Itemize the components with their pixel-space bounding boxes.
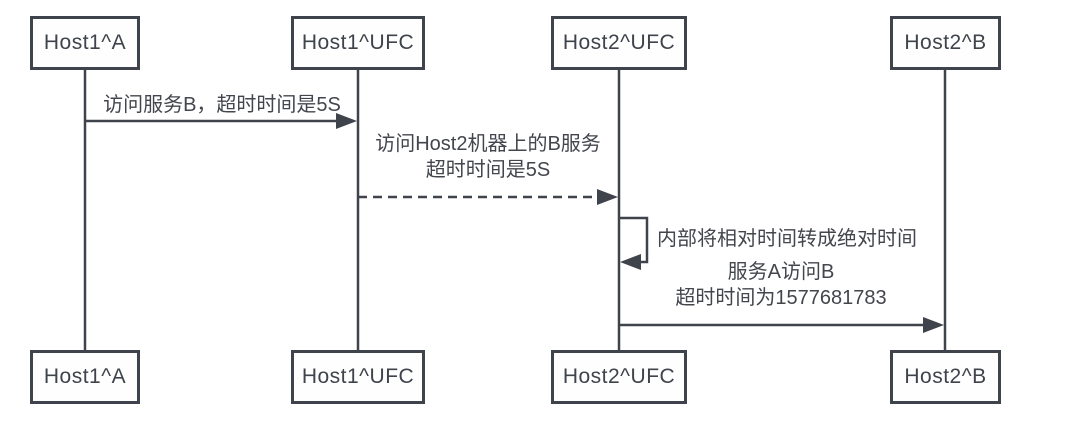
participant-label: Host2^B bbox=[904, 31, 987, 54]
participant-label: Host2^UFC bbox=[562, 365, 676, 388]
self-message-loop bbox=[620, 216, 649, 264]
message-arrowhead-4 bbox=[923, 317, 944, 333]
message-label-line: 访问服务B，超时时间是5S bbox=[103, 94, 341, 116]
participant-label: Host2^UFC bbox=[562, 31, 676, 54]
message-label-1: 访问服务B，超时时间是5S bbox=[103, 92, 341, 118]
participant-box-host2-ufc-top: Host2^UFC bbox=[551, 16, 687, 70]
message-label-4: 服务A访问B 超时时间为1577681783 bbox=[675, 259, 886, 311]
message-arrowhead-1 bbox=[336, 113, 357, 129]
participant-label: Host1^UFC bbox=[301, 365, 415, 388]
participant-box-host2-b-top: Host2^B bbox=[890, 16, 1001, 70]
participant-box-host1-a-top: Host1^A bbox=[30, 16, 140, 70]
participant-label: Host1^UFC bbox=[301, 31, 415, 54]
participant-label: Host1^A bbox=[43, 365, 127, 388]
participant-label: Host1^A bbox=[43, 31, 127, 54]
participant-box-host1-a-bottom: Host1^A bbox=[30, 350, 140, 404]
participant-label: Host2^B bbox=[904, 365, 987, 388]
message-label-line: 超时时间为1577681783 bbox=[675, 287, 887, 309]
participant-box-host2-b-bottom: Host2^B bbox=[890, 350, 1001, 404]
self-message-arrowhead bbox=[620, 254, 641, 270]
message-label-2: 访问Host2机器上的B服务 超时时间是5S bbox=[375, 131, 601, 183]
message-label-line: 服务A访问B bbox=[727, 261, 835, 283]
message-label-line: 内部将相对时间转成绝对时间 bbox=[657, 228, 917, 250]
message-label-3: 内部将相对时间转成绝对时间 bbox=[657, 226, 917, 252]
participant-box-host1-ufc-bottom: Host1^UFC bbox=[291, 350, 425, 404]
message-arrowhead-2 bbox=[597, 189, 618, 205]
participant-box-host1-ufc-top: Host1^UFC bbox=[291, 16, 425, 70]
message-label-line: 超时时间是5S bbox=[425, 159, 551, 181]
participant-box-host2-ufc-bottom: Host2^UFC bbox=[551, 350, 687, 404]
message-label-line: 访问Host2机器上的B服务 bbox=[375, 133, 601, 155]
